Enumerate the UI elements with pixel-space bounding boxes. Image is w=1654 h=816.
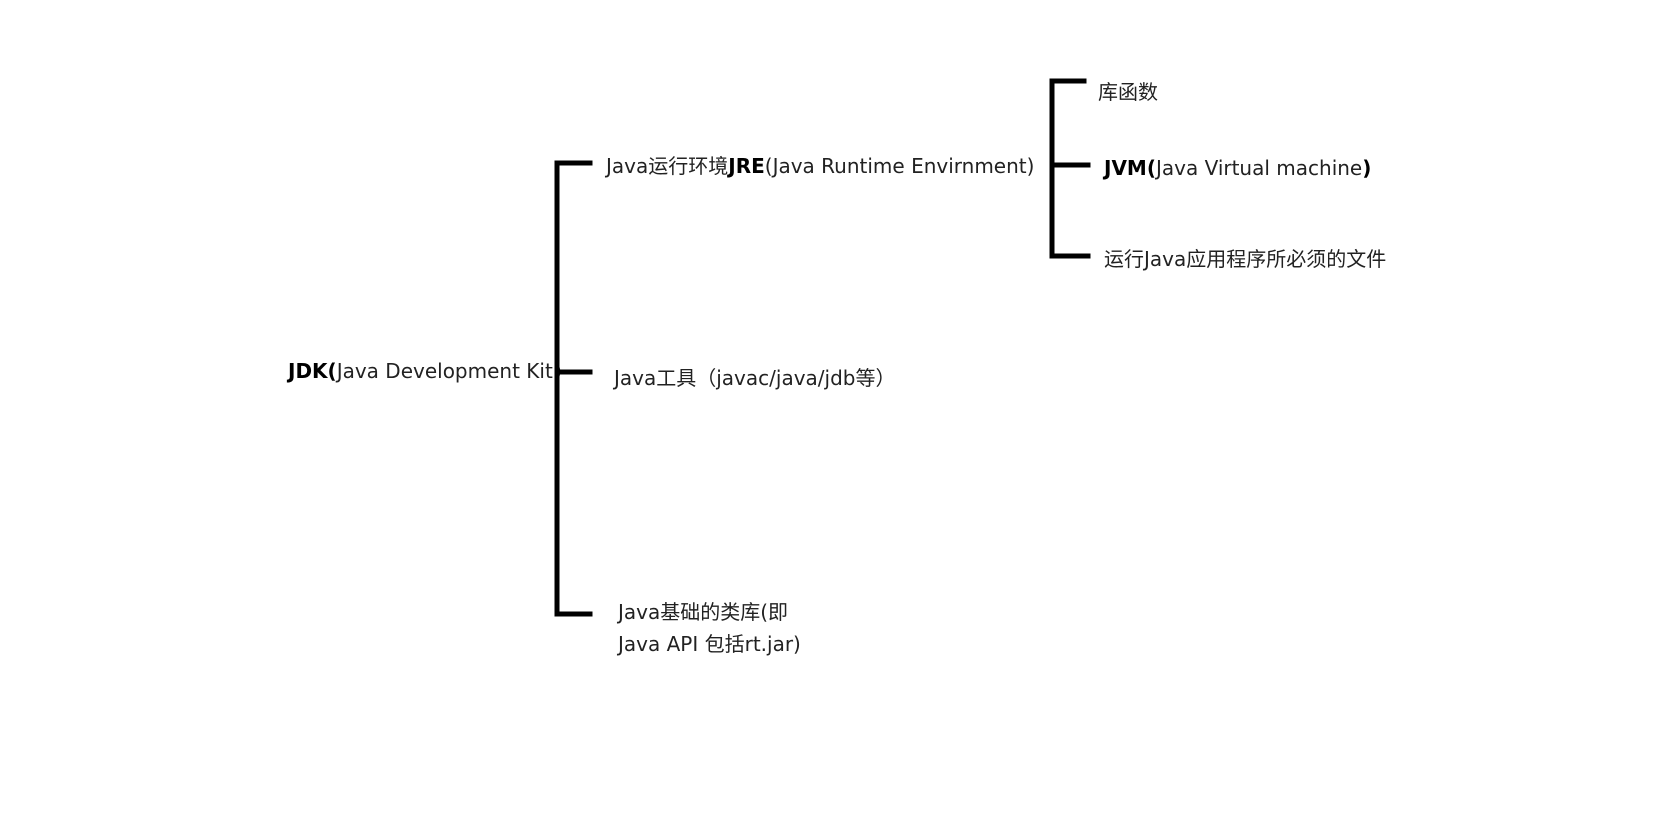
node-jre-lead: Java运行环境 <box>606 154 729 178</box>
node-library-functions: 库函数 <box>1098 76 1158 108</box>
node-jdk: JDK(Java Development Kit) <box>288 355 562 387</box>
node-jdk-text: Java Development Kit <box>336 359 553 383</box>
node-jre-bold: JRE <box>728 154 765 178</box>
node-java-class-library-line1: Java基础的类库(即 <box>618 600 789 624</box>
jre-bracket <box>1049 78 1091 259</box>
node-jre: Java运行环境JRE(Java Runtime Envirnment) <box>606 150 1034 182</box>
node-required-files-text: 运行Java应用程序所必须的文件 <box>1104 247 1387 271</box>
root-bracket <box>554 160 593 617</box>
node-jre-text: (Java Runtime Envirnment) <box>764 154 1035 178</box>
node-java-tools-text: Java工具（javac/java/jdb等） <box>614 366 896 390</box>
node-jdk-bold-start: JDK( <box>288 359 337 383</box>
node-jvm: JVM(Java Virtual machine) <box>1104 152 1371 184</box>
node-java-tools: Java工具（javac/java/jdb等） <box>614 362 895 394</box>
node-jvm-text: Java Virtual machine <box>1155 156 1363 180</box>
node-jdk-bold-end: ) <box>552 359 562 383</box>
node-java-class-library: Java基础的类库(即 Java API 包括rt.jar) <box>618 596 801 660</box>
node-library-functions-text: 库函数 <box>1098 80 1158 104</box>
node-jvm-bold-start: JVM( <box>1104 156 1156 180</box>
node-required-files: 运行Java应用程序所必须的文件 <box>1104 243 1386 275</box>
node-java-class-library-line2: Java API 包括rt.jar) <box>618 632 801 656</box>
node-jvm-bold-end: ) <box>1362 156 1372 180</box>
